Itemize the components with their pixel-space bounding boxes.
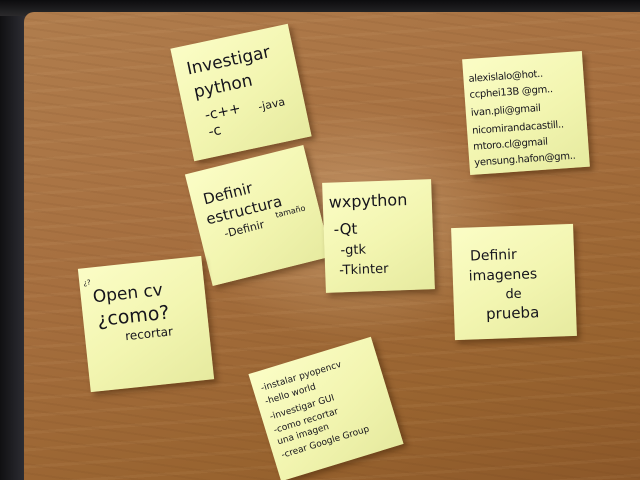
dark-background-left bbox=[0, 0, 28, 480]
note-text: -c bbox=[206, 122, 223, 141]
note-text: -Tkinter bbox=[338, 261, 389, 279]
note-text: ivan.pli@gmail bbox=[470, 102, 541, 119]
note-text: wxpython bbox=[328, 189, 408, 212]
note-text: alexislalo@hot.. bbox=[468, 68, 544, 85]
sticky-note-emails: alexislalo@hot.. ccphei13B @gm.. ivan.pl… bbox=[462, 50, 590, 176]
note-text: recortar bbox=[124, 324, 174, 344]
note-text: yensung.hafon@gm.. bbox=[473, 150, 576, 169]
note-text: Definir bbox=[469, 246, 518, 265]
note-text: python bbox=[191, 70, 255, 103]
note-text: -gtk bbox=[340, 242, 367, 259]
note-text: de bbox=[505, 286, 522, 303]
note-text: -Qt bbox=[333, 219, 358, 239]
note-text: -c++ bbox=[203, 100, 243, 124]
sticky-note-opencv: ¿? Open cv ¿como? recortar bbox=[77, 255, 215, 393]
note-text: -java bbox=[257, 95, 287, 114]
note-text: ¿? bbox=[82, 278, 92, 288]
sticky-note-definir-imagenes: Definir imagenes de prueba bbox=[451, 223, 577, 341]
note-text: ccphei13B @gm.. bbox=[469, 84, 554, 101]
sticky-note-wxpython: wxpython -Qt -gtk -Tkinter bbox=[322, 179, 435, 293]
note-text: Investigar bbox=[185, 42, 273, 80]
note-text: nicomirandacastill.. bbox=[471, 119, 565, 137]
note-text: imagenes bbox=[468, 266, 538, 285]
sticky-note-investigar: Investigar python -c++ -java -c bbox=[170, 23, 312, 162]
note-text: mtoro.cl@gmail bbox=[472, 136, 549, 153]
note-text: prueba bbox=[485, 303, 540, 323]
